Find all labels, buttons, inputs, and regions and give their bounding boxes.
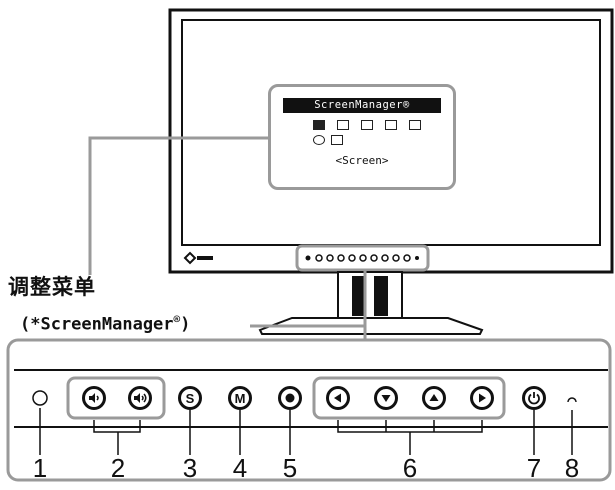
mode-button-letter: M — [234, 390, 246, 406]
callout-number-2: 2 — [110, 453, 126, 483]
power-button[interactable] — [522, 386, 546, 410]
callout-number-8: 8 — [564, 453, 580, 483]
power-indicator-icon — [567, 397, 577, 403]
others-icon[interactable] — [385, 120, 397, 130]
left-button[interactable] — [326, 386, 350, 410]
registered-mark: ® — [173, 313, 181, 326]
menu-connector-line — [88, 136, 268, 275]
language-icon[interactable] — [313, 135, 325, 145]
adjustment-menu-label: 调整菜单 — [8, 275, 96, 299]
bezel-button-highlight — [295, 244, 430, 272]
volume-down-icon — [89, 393, 99, 403]
callout-number-4: 4 — [232, 453, 248, 483]
enter-dot-icon — [285, 393, 295, 403]
triangle-down-icon — [381, 395, 391, 402]
screenmanager-label-close: ) — [180, 314, 191, 335]
callout-number-5: 5 — [282, 453, 298, 483]
stand-base — [258, 317, 484, 335]
save-icon[interactable] — [331, 135, 343, 145]
s-button[interactable]: S — [178, 386, 202, 410]
volume-down-button[interactable] — [82, 386, 106, 410]
arrow-group-frame — [312, 376, 506, 420]
information-icon[interactable] — [409, 120, 421, 130]
eizo-logo — [183, 251, 213, 265]
s-button-letter: S — [185, 390, 195, 406]
callout-number-6: 6 — [402, 453, 418, 483]
bezel-button-row — [305, 254, 419, 262]
sensor-icon — [32, 390, 48, 406]
screenmanager-label: (*ScreenManager®) — [20, 313, 190, 335]
powermanager-icon[interactable] — [361, 120, 373, 130]
volume-up-icon — [134, 393, 147, 403]
callout-number-3: 3 — [182, 453, 198, 483]
down-button[interactable] — [374, 386, 398, 410]
color-icon[interactable] — [337, 120, 349, 130]
menu-title: ScreenManager® — [283, 98, 441, 113]
screenmanager-label-text: (*ScreenManager — [20, 314, 174, 335]
up-button[interactable] — [422, 386, 446, 410]
triangle-up-icon — [429, 394, 439, 401]
right-button[interactable] — [470, 386, 494, 410]
screen-icon[interactable] — [313, 120, 325, 130]
stand-neck — [337, 271, 403, 321]
callout-number-1: 1 — [32, 453, 48, 483]
triangle-right-icon — [479, 393, 486, 403]
volume-up-button[interactable] — [128, 386, 152, 410]
screenmanager-menu: ScreenManager® <Screen> — [268, 84, 456, 190]
callout-number-7: 7 — [526, 453, 542, 483]
mode-button[interactable]: M — [228, 386, 252, 410]
enter-button[interactable] — [278, 386, 302, 410]
menu-caption: <Screen> — [335, 154, 389, 167]
control-panel-frame — [6, 338, 612, 482]
power-icon — [528, 392, 540, 405]
triangle-left-icon — [334, 393, 341, 403]
